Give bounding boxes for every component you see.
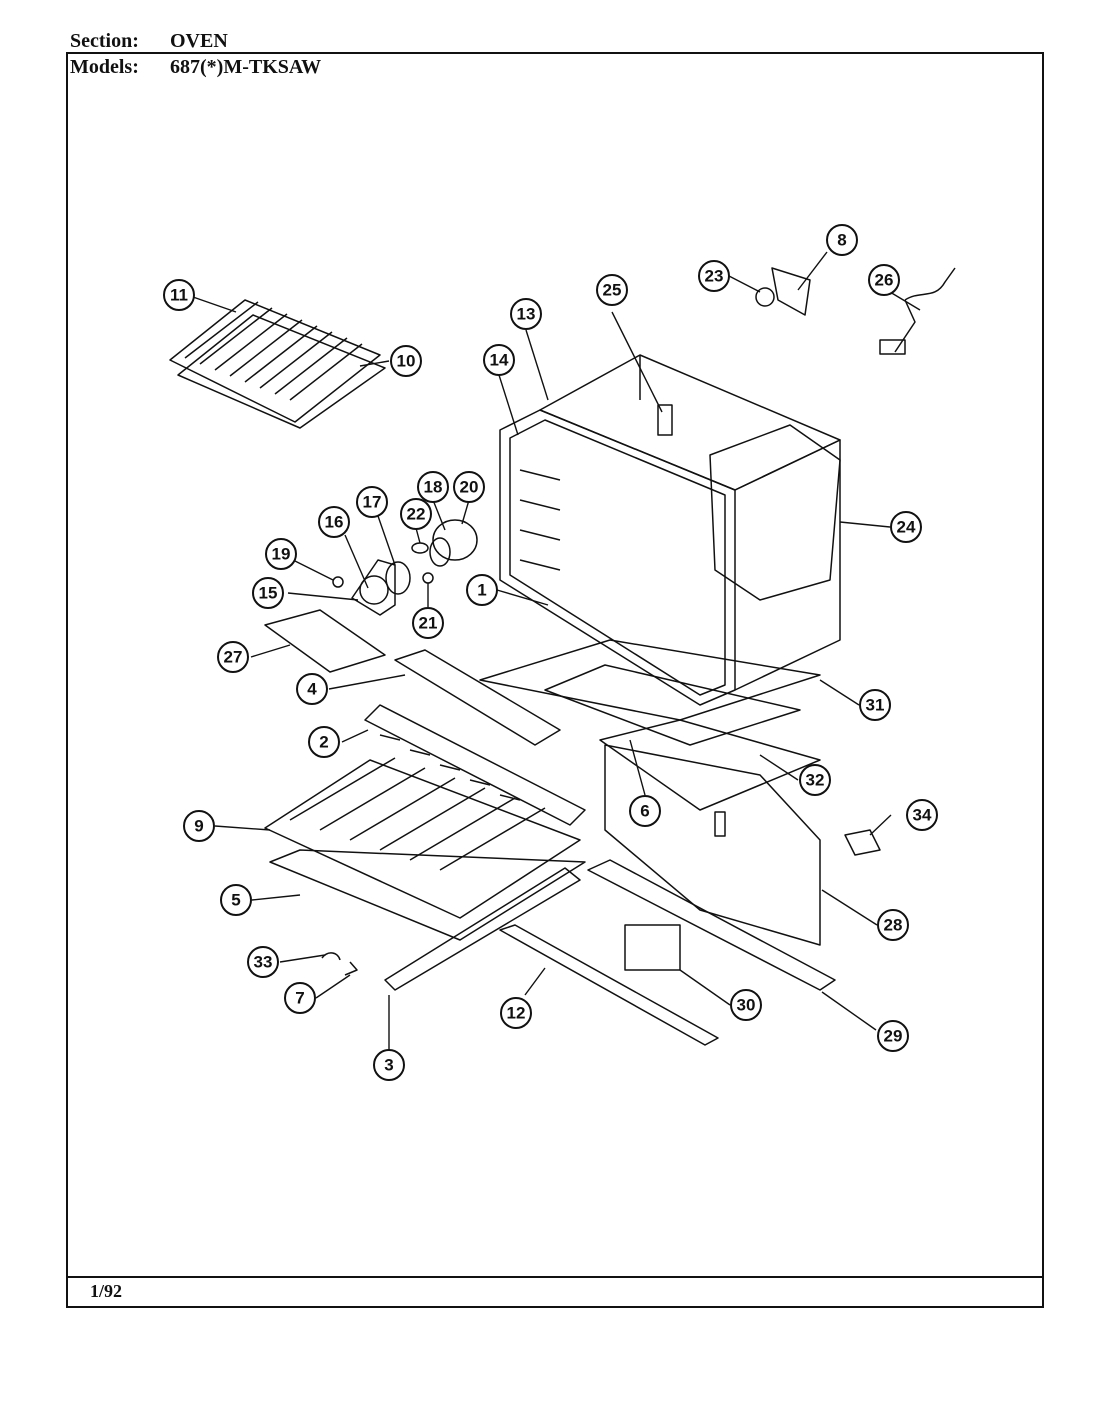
section-label: Section: xyxy=(70,30,139,52)
svg-text:20: 20 xyxy=(460,478,479,497)
svg-text:32: 32 xyxy=(806,771,825,790)
callout-4: 4 xyxy=(296,673,328,705)
light-assembly-parts xyxy=(332,519,478,616)
callout-17: 17 xyxy=(356,486,388,518)
svg-text:8: 8 xyxy=(837,231,846,250)
svg-text:9: 9 xyxy=(194,817,203,836)
svg-text:14: 14 xyxy=(490,351,509,370)
callout-20: 20 xyxy=(453,471,485,503)
svg-text:11: 11 xyxy=(170,286,188,305)
section-row: Section: OVEN xyxy=(70,30,228,53)
callout-23: 23 xyxy=(698,260,730,292)
part-drawings xyxy=(169,267,956,1046)
shield-plates-parts xyxy=(264,609,586,826)
models-label: Models: xyxy=(70,56,139,78)
callout-6: 6 xyxy=(629,795,661,827)
svg-text:30: 30 xyxy=(737,996,756,1015)
leader-lines xyxy=(192,251,921,1050)
svg-text:12: 12 xyxy=(507,1004,526,1023)
svg-text:26: 26 xyxy=(875,271,894,290)
svg-text:3: 3 xyxy=(384,1056,393,1075)
svg-text:7: 7 xyxy=(295,989,304,1008)
bottom-pan-parts xyxy=(479,639,821,811)
svg-text:19: 19 xyxy=(272,545,291,564)
back-panel-part xyxy=(604,744,821,946)
callout-1: 1 xyxy=(466,574,498,606)
callout-30: 30 xyxy=(730,989,762,1021)
svg-text:6: 6 xyxy=(640,802,649,821)
broiler-parts xyxy=(264,757,881,1046)
callout-13: 13 xyxy=(510,298,542,330)
callout-28: 28 xyxy=(877,909,909,941)
callout-26: 26 xyxy=(868,264,900,296)
callouts: 11 10 13 14 25 23 8 26 24 1 18 20 22 17 … xyxy=(163,224,938,1081)
footer-date: 1/92 xyxy=(90,1281,123,1301)
diagram-frame xyxy=(66,52,1044,1308)
callout-21: 21 xyxy=(412,607,444,639)
callout-8: 8 xyxy=(826,224,858,256)
callout-33: 33 xyxy=(247,946,279,978)
callout-34: 34 xyxy=(906,799,938,831)
svg-text:29: 29 xyxy=(884,1027,903,1046)
oven-cavity-part xyxy=(499,354,841,706)
svg-text:28: 28 xyxy=(884,916,903,935)
section-value: OVEN xyxy=(170,30,228,52)
callout-10: 10 xyxy=(390,345,422,377)
callout-2: 2 xyxy=(308,726,340,758)
callout-25: 25 xyxy=(596,274,628,306)
svg-text:27: 27 xyxy=(224,648,243,667)
callout-19: 19 xyxy=(265,538,297,570)
svg-text:2: 2 xyxy=(319,733,328,752)
svg-text:15: 15 xyxy=(259,584,278,603)
svg-text:22: 22 xyxy=(407,505,426,524)
small-hardware-parts xyxy=(755,267,956,355)
callout-12: 12 xyxy=(500,997,532,1029)
callout-7: 7 xyxy=(284,982,316,1014)
svg-text:25: 25 xyxy=(603,281,622,300)
svg-text:34: 34 xyxy=(913,806,932,825)
svg-text:31: 31 xyxy=(866,696,885,715)
callout-31: 31 xyxy=(859,689,891,721)
callout-5: 5 xyxy=(220,884,252,916)
svg-text:4: 4 xyxy=(307,680,317,699)
callout-29: 29 xyxy=(877,1020,909,1052)
callout-14: 14 xyxy=(483,344,515,376)
svg-text:23: 23 xyxy=(705,267,724,286)
footer-divider xyxy=(66,1276,1044,1278)
callout-16: 16 xyxy=(318,506,350,538)
svg-text:16: 16 xyxy=(325,513,344,532)
svg-text:24: 24 xyxy=(897,518,916,537)
svg-text:18: 18 xyxy=(424,478,443,497)
oven-rack-part xyxy=(169,299,386,429)
svg-text:17: 17 xyxy=(363,493,382,512)
svg-text:10: 10 xyxy=(397,352,416,371)
callout-27: 27 xyxy=(217,641,249,673)
callout-11: 11 xyxy=(163,279,195,311)
callout-3: 3 xyxy=(373,1049,405,1081)
svg-text:13: 13 xyxy=(517,305,536,324)
callout-9: 9 xyxy=(183,810,215,842)
models-row: Models: 687(*)M-TKSAW xyxy=(70,56,321,79)
svg-text:21: 21 xyxy=(419,614,438,633)
callout-32: 32 xyxy=(799,764,831,796)
callout-22: 22 xyxy=(400,498,432,530)
callout-15: 15 xyxy=(252,577,284,609)
svg-text:33: 33 xyxy=(254,953,273,972)
models-value: 687(*)M-TKSAW xyxy=(170,56,322,78)
svg-text:1: 1 xyxy=(477,581,486,600)
svg-text:5: 5 xyxy=(231,891,240,910)
callout-24: 24 xyxy=(890,511,922,543)
callout-18: 18 xyxy=(417,471,449,503)
